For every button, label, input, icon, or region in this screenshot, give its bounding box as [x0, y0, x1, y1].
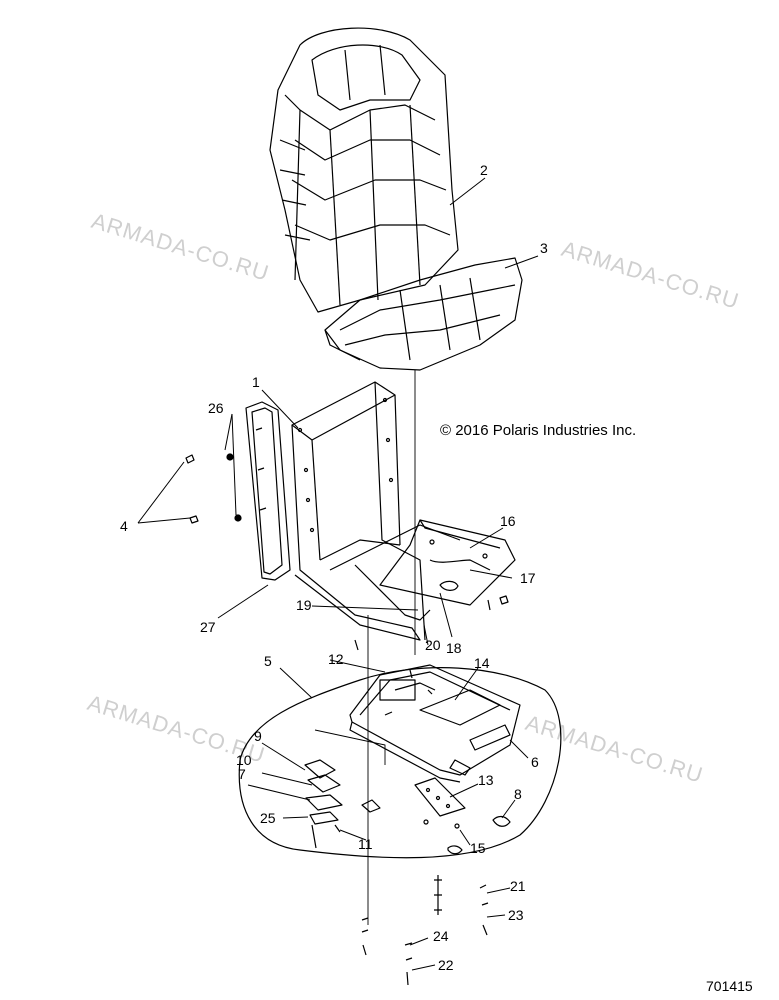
callout-27: 27: [200, 619, 216, 635]
callout-7: 7: [238, 766, 246, 782]
callout-18: 18: [446, 640, 462, 656]
seat-back: [269, 27, 459, 313]
callout-12: 12: [328, 651, 344, 667]
callout-21: 21: [510, 878, 526, 894]
side-trim: [245, 401, 291, 581]
callout-1: 1: [252, 374, 260, 390]
callout-22: 22: [438, 957, 454, 973]
hardware-kit-boundary: [238, 667, 562, 859]
callout-26: 26: [208, 400, 224, 416]
callout-8: 8: [514, 786, 522, 802]
latch-parts: [304, 759, 343, 849]
callout-19: 19: [296, 597, 312, 613]
callout-4: 4: [120, 518, 128, 534]
callout-23: 23: [508, 907, 524, 923]
callout-16: 16: [500, 513, 516, 529]
diagram-number: 701415: [706, 978, 753, 994]
bracket-plate: [379, 519, 516, 606]
callout-25: 25: [260, 810, 276, 826]
callout-2: 2: [480, 162, 488, 178]
callout-6: 6: [531, 754, 539, 770]
callout-10: 10: [236, 752, 252, 768]
seat-frame: [291, 381, 461, 641]
fasteners-left: [185, 453, 242, 524]
seat-slider-base: [349, 664, 521, 783]
callout-14: 14: [474, 655, 490, 671]
callout-20: 20: [425, 637, 441, 653]
callout-13: 13: [478, 772, 494, 788]
callout-24: 24: [433, 928, 449, 944]
callout-5: 5: [264, 653, 272, 669]
adjuster-plate: [414, 777, 466, 817]
callout-9: 9: [254, 728, 262, 744]
callout-3: 3: [540, 240, 548, 256]
callout-17: 17: [520, 570, 536, 586]
leader-lines: [137, 177, 539, 971]
seat-cushion: [324, 257, 523, 371]
copyright-text: © 2016 Polaris Industries Inc.: [440, 422, 637, 439]
callout-15: 15: [470, 840, 486, 856]
small-hardware: [354, 595, 511, 986]
callout-11: 11: [358, 836, 373, 852]
